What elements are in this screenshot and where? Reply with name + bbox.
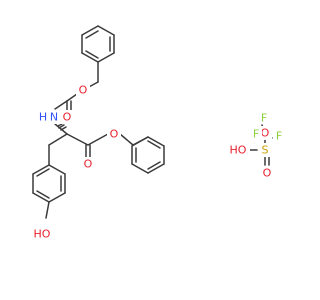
atom-labels: O O H N O O HO HO S O O F F F [30,83,285,241]
carbamate-carbonyl-oxygen: O [63,111,72,124]
molecule-canvas: O O H N O O HO HO S O O F F F [30,25,285,241]
sulfonyl-oxygen-top: O [261,127,270,140]
hydrogen-label: H [39,111,47,124]
carbamate-ether-oxygen: O [79,84,88,97]
fluorine-right: F [276,130,282,143]
structure-diagram: O O H N O O HO HO S O O F F F [30,25,285,241]
sulfur-label: S [262,144,269,157]
phenol-hydroxyl: HO [34,228,51,241]
ester-ether-oxygen: O [110,128,119,141]
triflic-hydroxyl: HO [230,144,247,157]
ester-carbonyl-oxygen: O [84,158,93,171]
sulfonyl-oxygen-bottom: O [263,167,272,180]
stereo-bond [57,123,67,131]
fluorine-top: F [261,112,267,125]
nitrogen-label: N [50,111,58,124]
fluorine-left: F [253,128,259,141]
